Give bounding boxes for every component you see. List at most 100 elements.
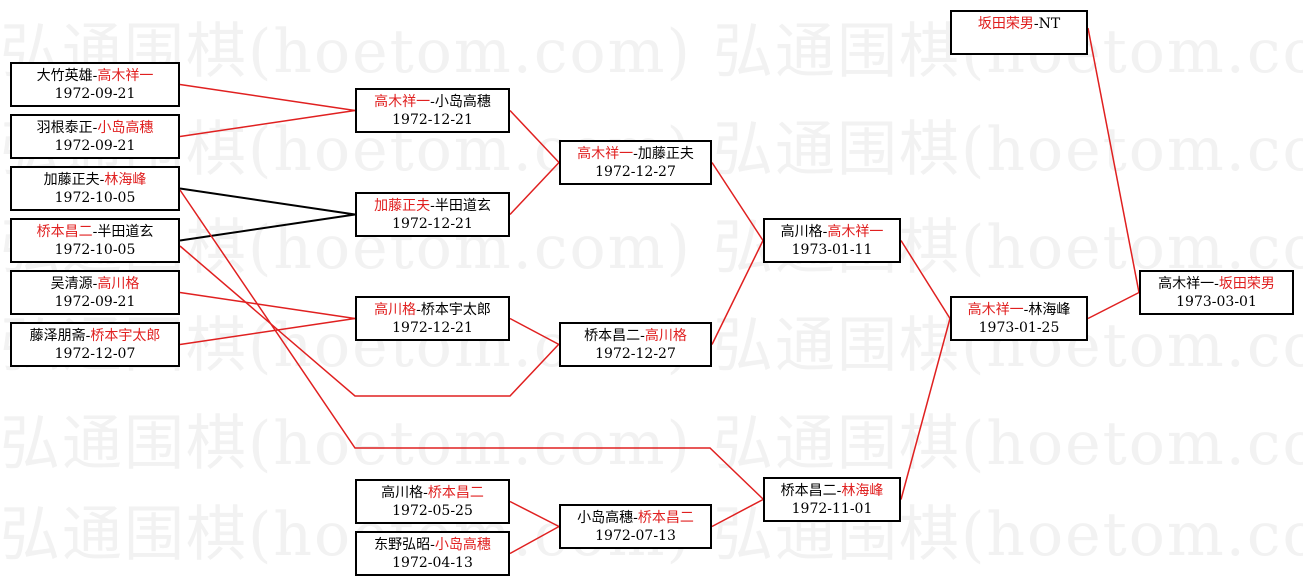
match-players: 高木祥一-加藤正夫 — [561, 145, 710, 163]
player-2-name: 桥本宇太郎 — [90, 328, 161, 344]
bracket-connector — [179, 317, 356, 346]
match-date: 1972-07-13 — [595, 528, 676, 544]
player-2-name: 桥本昌二 — [427, 485, 484, 501]
vs-separator: - — [836, 483, 842, 499]
player-2-name: 坂田荣男 — [1218, 276, 1275, 292]
vs-separator: - — [92, 276, 98, 292]
player-2-name: 高木祥一 — [827, 224, 884, 240]
match-players: 加藤正夫-林海峰 — [12, 171, 178, 189]
player-1-name: 坂田荣男 — [977, 16, 1034, 32]
player-1-name: 高川格 — [780, 224, 823, 240]
match-date: 1972-05-25 — [392, 503, 473, 519]
bracket-connector — [1087, 27, 1140, 293]
player-1-name: 高木祥一 — [967, 302, 1024, 318]
bracket-connector — [179, 187, 356, 216]
bracket-connector — [179, 213, 356, 242]
player-1-name: 加藤正夫 — [374, 198, 431, 214]
player-2-name: 小岛高穗 — [97, 120, 154, 136]
match-players: 藤泽朋斋-桥本宇太郎 — [12, 327, 178, 345]
vs-separator: - — [85, 328, 91, 344]
match-date: 1972-12-21 — [392, 216, 473, 232]
match-players: 坂田荣男-NT — [952, 15, 1086, 33]
player-1-name: 小岛高穗 — [577, 510, 634, 526]
player-1-name: 吴清源 — [50, 276, 93, 292]
match-date: 1973-03-01 — [1176, 294, 1257, 310]
match-date: 1972-12-21 — [392, 112, 473, 128]
match-players: 小岛高穗-桥本昌二 — [561, 509, 710, 527]
player-2-name: 高川格 — [97, 276, 140, 292]
player-2-name: 半田道玄 — [97, 224, 154, 240]
match-players: 高木祥一-小岛高穗 — [357, 93, 508, 111]
player-1-name: 东野弘昭 — [374, 537, 431, 553]
player-1-name: 高川格 — [381, 485, 424, 501]
match-date: 1972-11-01 — [791, 501, 873, 517]
match-date: 1972-12-21 — [392, 320, 473, 336]
bracket-connector — [509, 109, 560, 164]
player-1-name: 桥本昌二 — [780, 483, 837, 499]
bracket-connector — [179, 83, 356, 112]
match-date: 1973-01-11 — [791, 242, 873, 258]
player-1-name: 高木祥一 — [577, 146, 634, 162]
match-date: 1972-09-21 — [54, 86, 136, 102]
player-2-name: 小岛高穗 — [434, 537, 491, 553]
bracket-connector — [509, 317, 560, 346]
player-2-name: 林海峰 — [841, 483, 884, 499]
vs-separator: - — [1033, 16, 1039, 32]
match-players: 高川格-高木祥一 — [765, 223, 899, 241]
player-1-name: 桥本昌二 — [584, 328, 641, 344]
match-box-l3-1: 桥本昌二-林海峰 1972-11-01 — [763, 477, 901, 522]
player-2-name: 小岛高穗 — [434, 94, 491, 110]
bracket-connector — [900, 240, 951, 319]
player-1-name: 桥本昌二 — [36, 224, 93, 240]
match-date: 1973-01-25 — [978, 320, 1060, 336]
bracket-connector — [179, 189, 764, 500]
vs-separator: - — [99, 172, 105, 188]
bracket-connector — [509, 525, 560, 555]
bracket-connector — [1087, 291, 1140, 320]
vs-separator: - — [1214, 276, 1219, 292]
vs-separator: - — [640, 328, 645, 344]
vs-separator: - — [92, 224, 98, 240]
match-players: 桥本昌二-高川格 — [561, 327, 710, 345]
match-players: 高川格-桥本宇太郎 — [357, 301, 508, 319]
player-2-name: 林海峰 — [104, 172, 147, 188]
player-1-name: 大竹英雄 — [36, 68, 93, 84]
vs-separator: - — [430, 94, 435, 110]
vs-separator: - — [633, 510, 638, 526]
player-1-name: 高木祥一 — [1158, 276, 1215, 292]
vs-separator: - — [1023, 302, 1029, 318]
player-1-name: 藤泽朋斋 — [29, 328, 86, 344]
match-date: 1972-09-21 — [54, 138, 136, 154]
vs-separator: - — [430, 198, 435, 214]
vs-separator: - — [416, 302, 421, 318]
match-players: 高木祥一-坂田荣男 — [1141, 275, 1292, 293]
match-box-seed: 坂田荣男-NT — [950, 10, 1088, 55]
match-players: 羽根泰正-小岛高穗 — [12, 119, 178, 137]
vs-separator: - — [92, 68, 98, 84]
vs-separator: - — [633, 146, 638, 162]
bracket-connector — [900, 318, 951, 500]
player-2-name: 半田道玄 — [434, 198, 491, 214]
match-date: 1972-10-05 — [54, 190, 136, 206]
bracket-connector — [509, 500, 560, 528]
match-date: 1972-12-27 — [595, 164, 676, 180]
vs-separator: - — [423, 485, 428, 501]
match-box-r2-2: 加藤正夫-半田道玄 1972-12-21 — [355, 192, 510, 237]
match-players: 高川格-桥本昌二 — [357, 484, 508, 502]
